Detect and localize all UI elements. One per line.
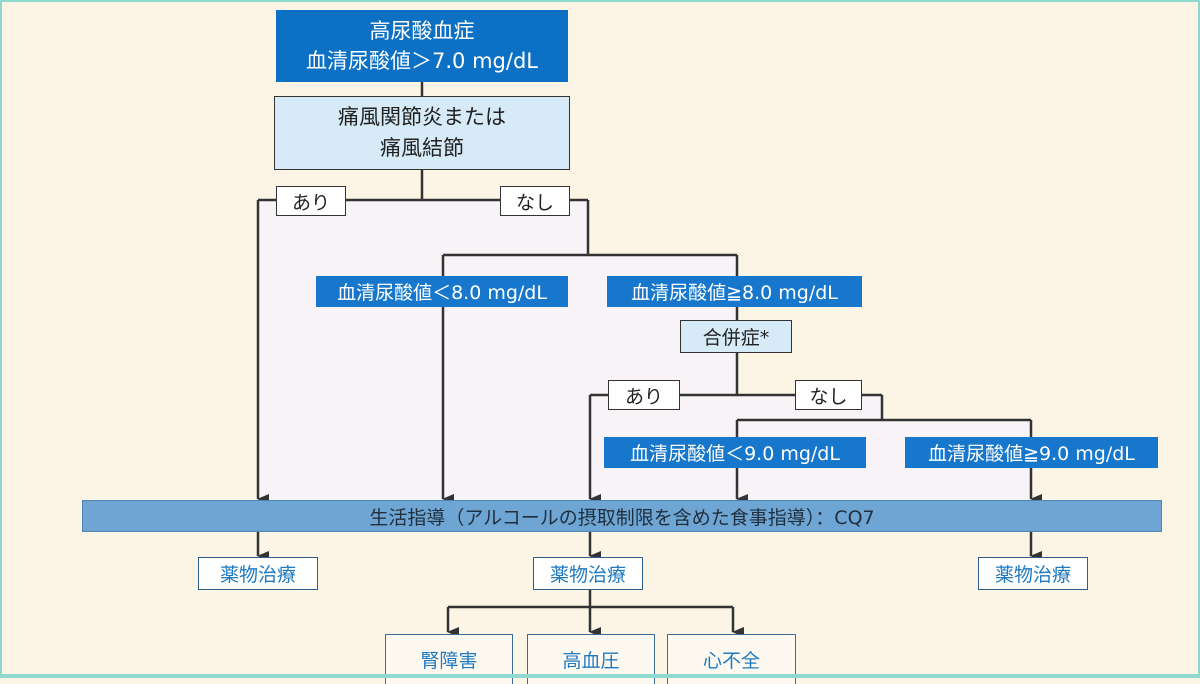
gout-question-line1: 痛風関節炎または [338, 105, 506, 129]
ua-lt8-label: 血清尿酸値＜8.0 mg/dL [316, 276, 568, 307]
drug-therapy-left: 薬物治療 [198, 557, 318, 590]
no-gout-region [258, 200, 1031, 500]
bottom-frame-edge [0, 674, 1200, 678]
gout-question-line2: 痛風結節 [380, 136, 464, 160]
drug-therapy-center: 薬物治療 [533, 557, 643, 590]
gout-question-box: 痛風関節炎または 痛風結節 [274, 96, 570, 170]
complication-box: 合併症* [680, 320, 792, 353]
comp-no-label: なし [795, 380, 862, 410]
hyperuricemia-box: 高尿酸血症 血清尿酸値＞7.0 mg/dL [276, 10, 568, 82]
hyperuricemia-title: 高尿酸血症 [369, 19, 475, 43]
ua-ge9-label: 血清尿酸値≧9.0 mg/dL [905, 437, 1158, 468]
hyperuricemia-criterion: 血清尿酸値＞7.0 mg/dL [306, 49, 538, 73]
ua-ge8-label: 血清尿酸値≧8.0 mg/dL [607, 276, 862, 307]
gout-yes-label: あり [276, 186, 346, 216]
comp-yes-label: あり [608, 380, 680, 410]
gout-no-label: なし [500, 186, 570, 216]
lifestyle-guidance-bar: 生活指導（アルコールの摂取制限を含めた食事指導）：CQ7 [82, 500, 1162, 532]
ua-lt9-label: 血清尿酸値＜9.0 mg/dL [604, 437, 866, 468]
drug-therapy-right: 薬物治療 [978, 557, 1088, 590]
